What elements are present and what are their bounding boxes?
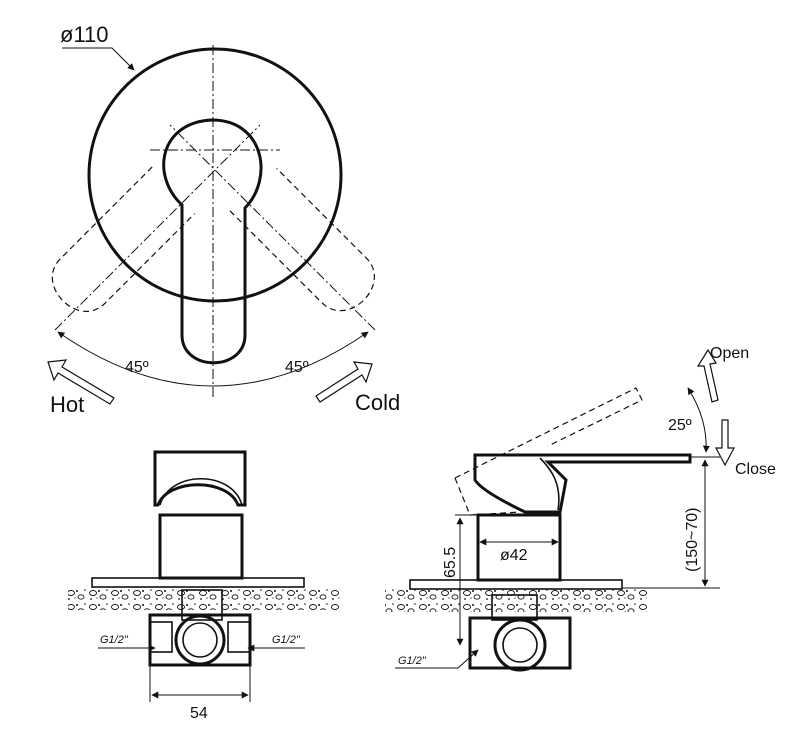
side-lever-detail xyxy=(539,457,560,511)
hot-arrow-icon xyxy=(47,359,115,405)
open-angle-arc xyxy=(687,387,710,453)
open-angle-label: 25º xyxy=(668,417,692,434)
top-view: ø110 45º 45º Hot Cold xyxy=(47,22,400,417)
front-view: G1/2" G1/2" 54 xyxy=(68,450,340,722)
side-thread-leader xyxy=(395,649,479,669)
width-label: 54 xyxy=(190,705,208,722)
front-lever-curve xyxy=(159,477,243,506)
side-outlet-outer xyxy=(493,618,547,672)
thread-right-label: G1/2" xyxy=(272,634,301,646)
front-valve-left-nut xyxy=(149,621,173,653)
front-valve-right-nut xyxy=(227,621,251,653)
front-body xyxy=(158,513,244,580)
diameter-leader xyxy=(62,47,135,71)
angle-right-label: 45º xyxy=(285,359,309,376)
lever-cold-position xyxy=(229,167,375,312)
open-arrow-icon xyxy=(696,348,719,403)
lever-outline xyxy=(162,118,263,365)
escutcheon-plate xyxy=(87,47,343,303)
side-ground xyxy=(385,588,647,612)
close-arrow-icon xyxy=(715,419,735,467)
thread-left-label: G1/2" xyxy=(100,634,129,646)
center-line-diag1 xyxy=(54,124,261,331)
front-valve-stem xyxy=(181,589,223,621)
height-label: 65.5 xyxy=(442,547,459,578)
front-outlet-inner xyxy=(182,622,218,658)
side-lever-closed xyxy=(473,453,692,514)
diameter-label: ø110 xyxy=(60,22,109,47)
open-label: Open xyxy=(710,345,749,362)
cold-label: Cold xyxy=(355,390,400,415)
center-line-diag2 xyxy=(169,124,376,331)
side-thread-label: G1/2" xyxy=(398,655,427,667)
angle-arc xyxy=(57,331,369,387)
side-body xyxy=(476,513,562,582)
close-label: Close xyxy=(735,461,776,478)
side-outlet-inner xyxy=(502,627,538,663)
side-valve-body xyxy=(468,616,572,670)
side-view: G1/2" 65.5 ø42 (150~70) 25º Open Close xyxy=(385,345,776,672)
cold-arrow-icon xyxy=(315,361,373,403)
range-label: (150~70) xyxy=(684,508,701,573)
angle-left-label: 45º xyxy=(125,359,149,376)
side-lever-open xyxy=(454,387,643,516)
lever-hot-position xyxy=(51,166,196,312)
front-outlet-outer xyxy=(174,614,226,666)
body-diameter-label: ø42 xyxy=(500,547,528,564)
hot-label: Hot xyxy=(50,392,84,417)
front-lever-head xyxy=(153,450,247,507)
